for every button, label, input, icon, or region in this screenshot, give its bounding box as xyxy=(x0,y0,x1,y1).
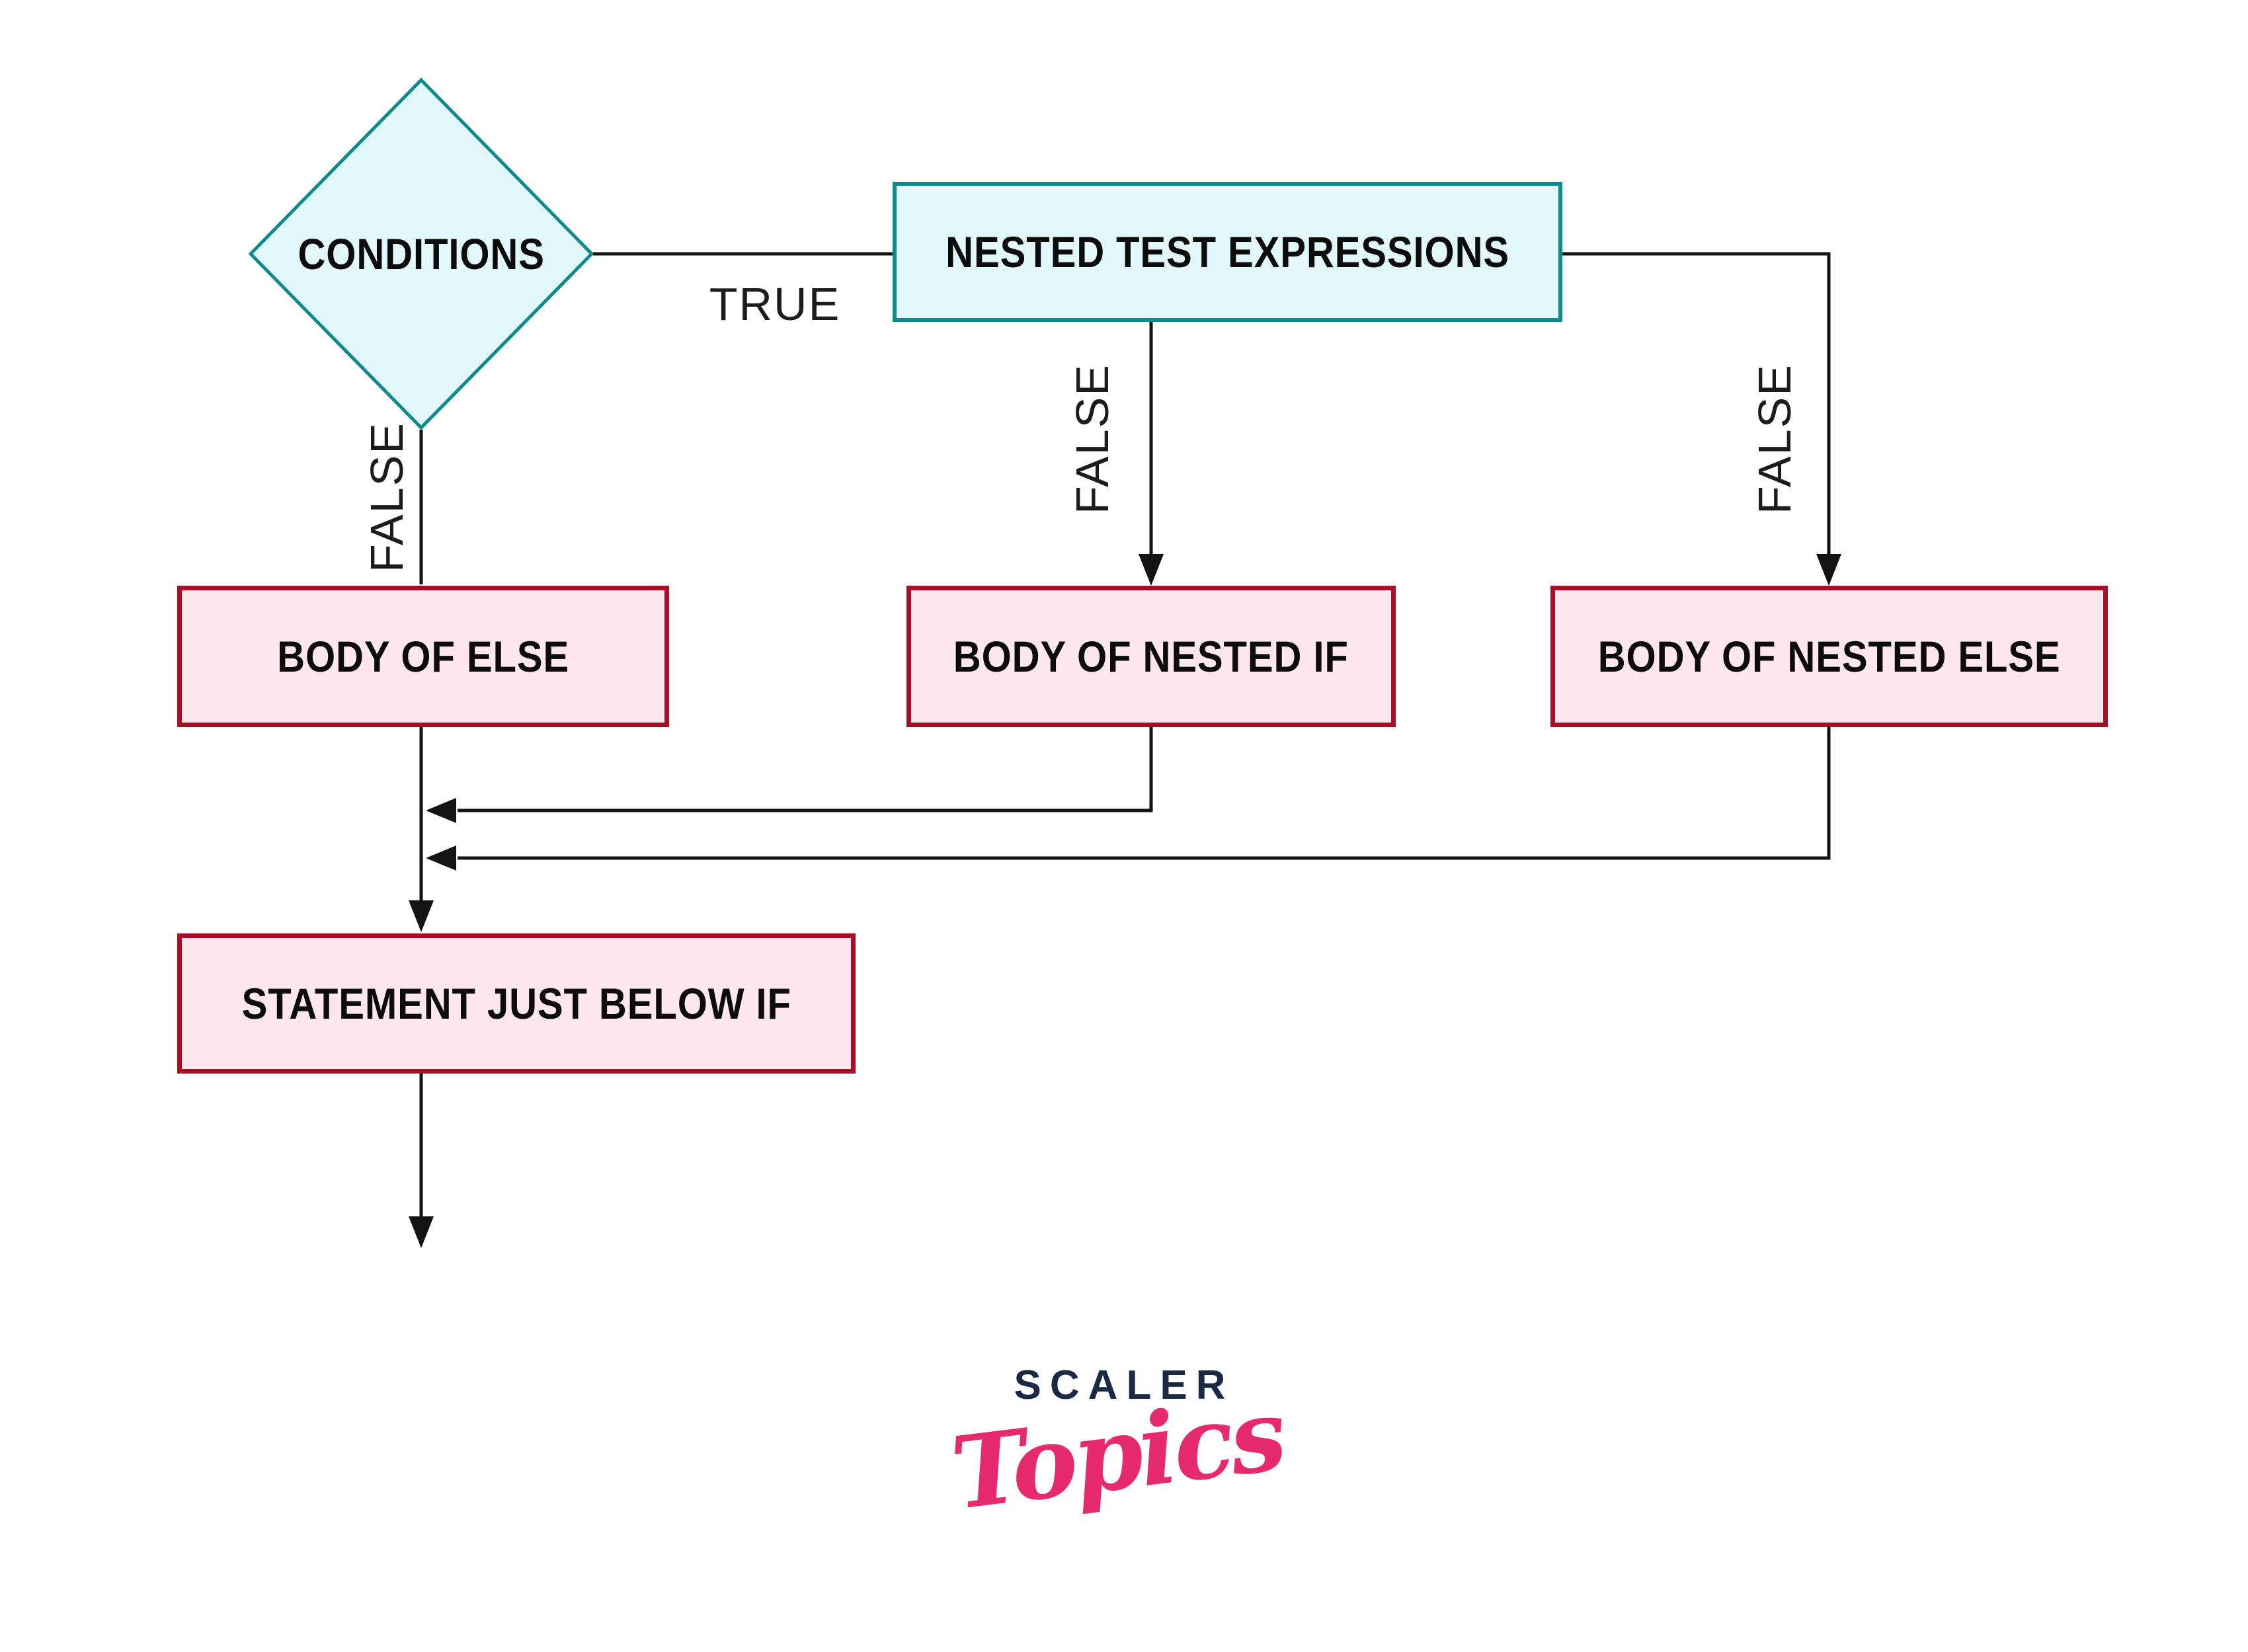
node-body-of-nested-else-label: BODY OF NESTED ELSE xyxy=(1597,632,2061,681)
edge-nested-to-nested-else xyxy=(1562,252,1831,555)
node-nested-test-expressions-label: NESTED TEST EXPRESSIONS xyxy=(945,227,1509,276)
edge-label-false-left: FALSE xyxy=(361,422,413,572)
edge-label-false-right: FALSE xyxy=(1749,364,1800,514)
arrowhead-statement xyxy=(409,900,434,932)
node-statement-just-below-if: STATEMENT JUST BELOW IF xyxy=(177,933,856,1074)
scaler-wordmark: SCALER xyxy=(1014,1362,1234,1408)
node-body-of-nested-if-label: BODY OF NESTED IF xyxy=(953,632,1349,681)
node-conditions-label: CONDITIONS xyxy=(298,229,545,278)
edge-label-false-middle: FALSE xyxy=(1066,364,1118,514)
node-body-of-else: BODY OF ELSE xyxy=(177,586,669,727)
node-statement-just-below-if-label: STATEMENT JUST BELOW IF xyxy=(241,979,791,1028)
node-body-of-else-label: BODY OF ELSE xyxy=(277,632,569,681)
arrowhead-nested-if xyxy=(1139,554,1164,586)
node-conditions: CONDITIONS xyxy=(251,80,592,428)
edge-nested-else-merge xyxy=(458,727,1831,860)
edge-nested-if-merge xyxy=(458,727,1153,812)
node-nested-test-expressions: NESTED TEST EXPRESSIONS xyxy=(893,182,1562,322)
arrowhead-merge-else xyxy=(426,846,456,871)
node-body-of-nested-else: BODY OF NESTED ELSE xyxy=(1550,586,2108,727)
node-body-of-nested-if: BODY OF NESTED IF xyxy=(906,586,1396,727)
conditions-diamond-shape xyxy=(248,77,594,430)
arrowhead-merge-if xyxy=(426,798,456,823)
edge-label-true: TRUE xyxy=(709,278,841,330)
arrowhead-exit xyxy=(409,1216,434,1248)
arrowhead-nested-else xyxy=(1816,554,1841,586)
